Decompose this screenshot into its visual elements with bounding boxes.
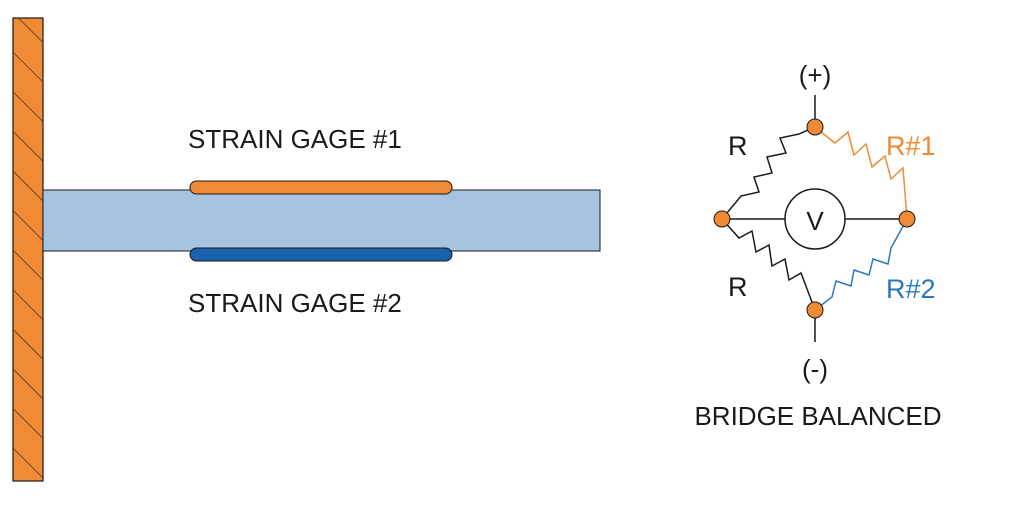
resistor-gage-1 [814, 126, 908, 220]
cantilever-beam [42, 189, 601, 252]
strain-gage-2 [189, 247, 453, 262]
resistor-top-left-label: R [728, 131, 748, 161]
resistor-gage-2 [814, 218, 908, 311]
node-top [806, 118, 824, 136]
positive-terminal-label: (+) [799, 60, 832, 90]
node-right [898, 210, 916, 228]
negative-terminal-label: (-) [802, 354, 828, 384]
node-left [713, 210, 731, 228]
strain-gage-2-label: STRAIN GAGE #2 [188, 288, 402, 318]
gage-1-resistor-label: R#1 [886, 131, 936, 161]
node-bottom [806, 301, 824, 319]
gage-2-resistor-label: R#2 [886, 274, 936, 304]
fixed-wall [12, 17, 44, 482]
wall-hatching [13, 18, 43, 481]
bridge-status-label: BRIDGE BALANCED [694, 401, 941, 431]
wheatstone-bridge: V [713, 95, 916, 342]
voltmeter [784, 188, 846, 250]
resistor-top-left [721, 126, 816, 220]
resistor-bottom-left [721, 218, 816, 311]
strain-gage-1-label: STRAIN GAGE #1 [188, 124, 402, 154]
voltmeter-label: V [806, 206, 824, 236]
resistor-bottom-left-label: R [728, 272, 748, 302]
strain-gage-1 [189, 180, 453, 195]
